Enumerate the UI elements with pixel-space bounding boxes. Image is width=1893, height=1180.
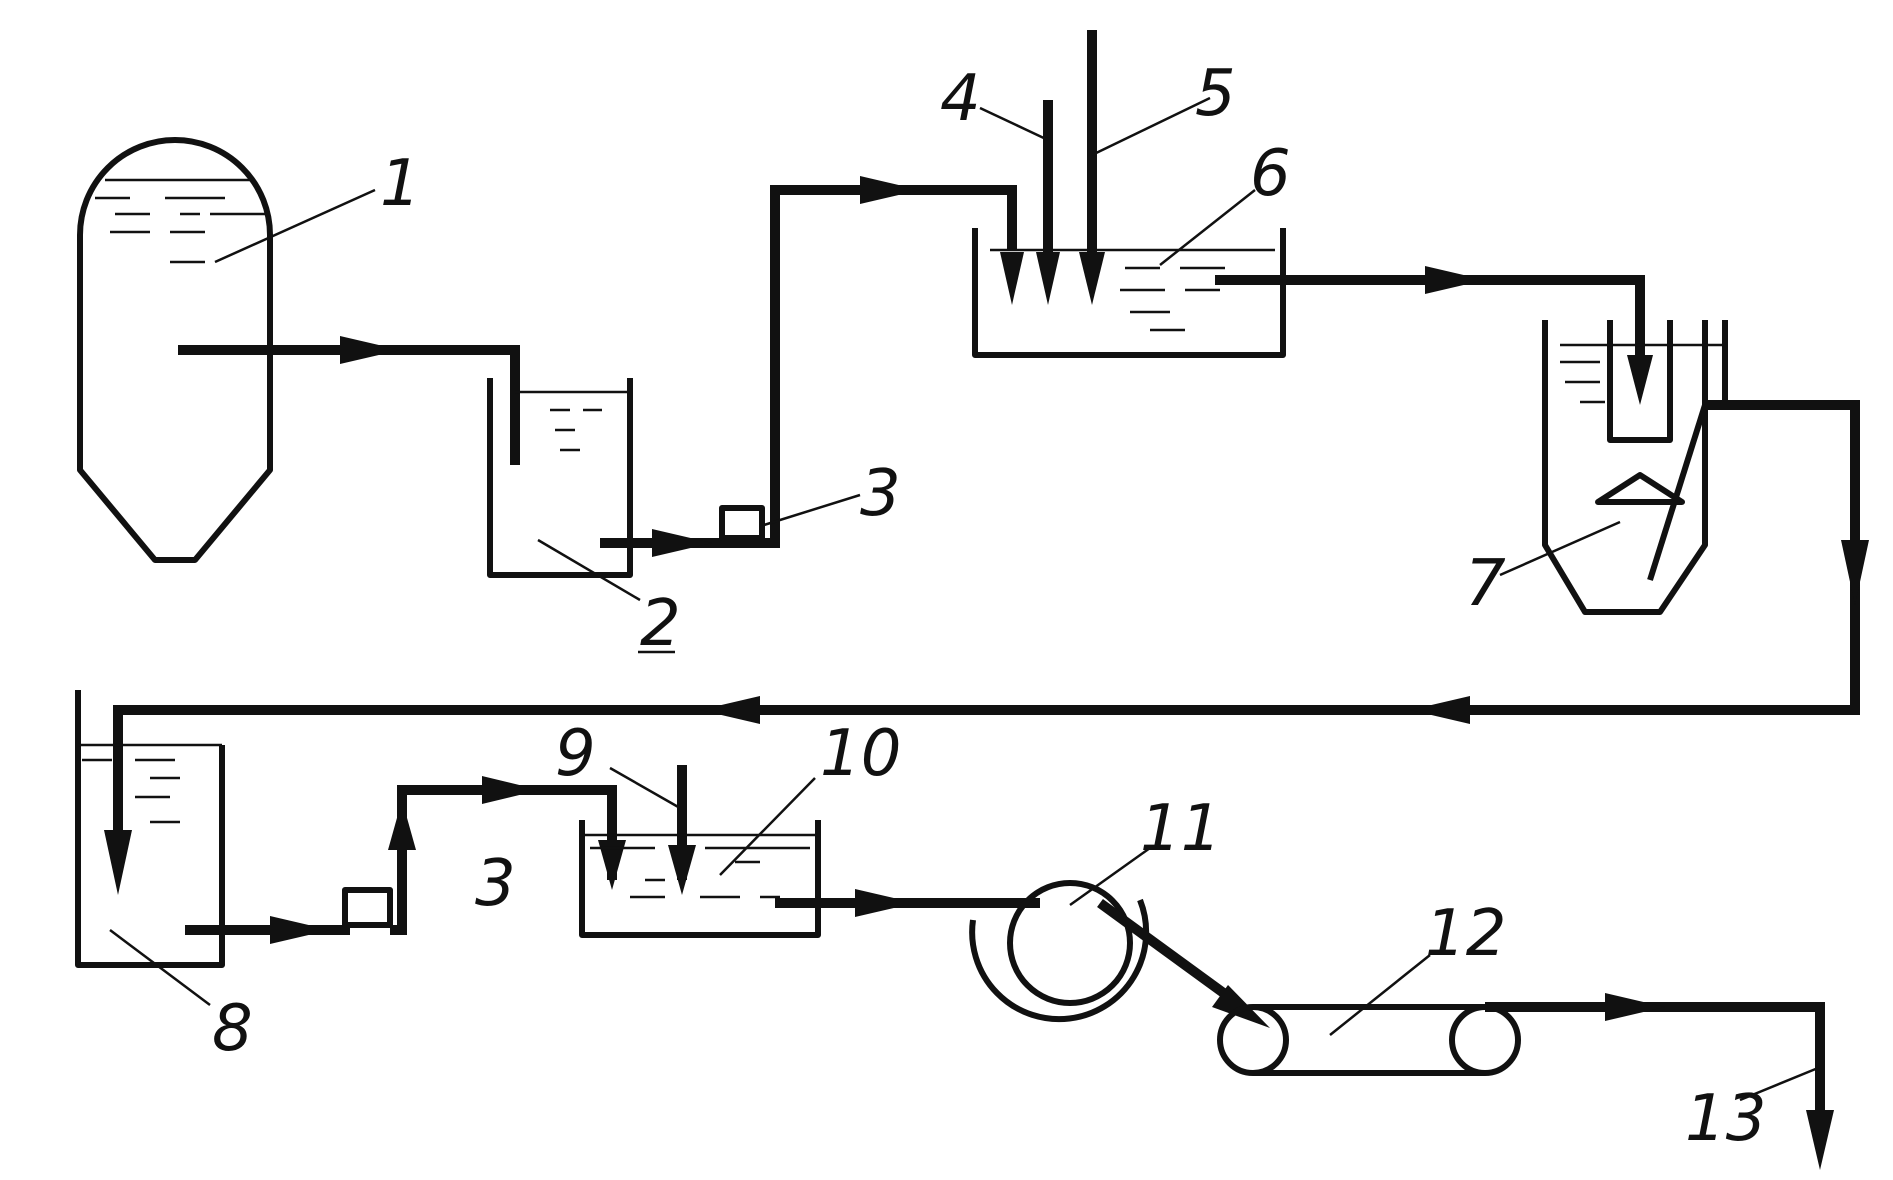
pipe-pump3-to-mixer6 xyxy=(722,176,1017,548)
flow-arrow xyxy=(340,336,400,364)
settler-7-liquid xyxy=(1560,343,1725,404)
tank-1-outline xyxy=(77,137,273,563)
label-6: 6 xyxy=(1250,137,1291,211)
pipe-tank1-to-tank2 xyxy=(178,336,520,465)
tank-6-outline xyxy=(972,228,1286,358)
flow-arrow xyxy=(388,800,416,850)
settler-7-cone xyxy=(1595,472,1685,505)
feed-inlet-4 xyxy=(1000,100,1060,305)
label-12: 12 xyxy=(1425,897,1506,971)
conveyor-12 xyxy=(1217,1004,1521,1076)
tank-8 xyxy=(75,690,225,968)
label-8: 8 xyxy=(212,992,253,1066)
settler-7 xyxy=(1542,320,1728,615)
flow-arrow xyxy=(1410,696,1470,724)
pipe-settler7-to-tank8 xyxy=(104,400,1869,895)
conveyor-12-roller-right xyxy=(1449,1004,1521,1076)
flow-arrow xyxy=(1036,252,1060,305)
filter-11-drum xyxy=(1007,880,1133,1006)
flow-arrow xyxy=(1627,355,1653,405)
flow-arrow xyxy=(104,830,132,895)
label-10: 10 xyxy=(820,717,901,791)
callout-labels: 1 2 3 4 5 6 7 8 9 10 3 11 12 13 xyxy=(212,57,1766,1156)
label-9: 9 xyxy=(555,717,596,791)
label-7: 7 xyxy=(1465,547,1506,621)
pipe-tank2-to-pump3 xyxy=(600,529,725,557)
label-5: 5 xyxy=(1195,57,1236,131)
mixer-tank-6 xyxy=(972,228,1286,358)
flow-arrow xyxy=(1079,252,1105,305)
feed-inlet-5 xyxy=(1079,30,1105,305)
tank-2 xyxy=(487,378,633,578)
flow-arrow xyxy=(668,845,696,895)
product-output-13 xyxy=(1485,993,1834,1170)
flow-arrow xyxy=(860,176,920,204)
tank-1-liquid xyxy=(95,178,265,264)
tank-8-outline xyxy=(75,690,225,968)
pipe-pump3-to-tank10 xyxy=(388,776,626,935)
label-3a: 3 xyxy=(860,457,901,531)
flow-arrow xyxy=(598,840,626,890)
flow-arrow xyxy=(1000,252,1024,305)
tank-10-liquid xyxy=(582,833,818,899)
leader-lines xyxy=(109,96,1819,1102)
flow-arrow xyxy=(482,776,540,804)
flow-arrow xyxy=(1806,1110,1834,1170)
label-11: 11 xyxy=(1140,792,1221,866)
flow-arrow xyxy=(1605,993,1665,1021)
storage-tank-1 xyxy=(77,137,273,563)
tank-2-liquid xyxy=(515,390,628,452)
flow-arrow xyxy=(855,889,915,917)
pipe-tank10-to-filter11 xyxy=(775,889,1040,917)
flow-arrow xyxy=(1841,540,1869,605)
filter-11-trough xyxy=(969,898,1150,1023)
label-2: 2 xyxy=(640,587,681,661)
settler-7-drain xyxy=(1647,404,1708,581)
settler-7-inner-well xyxy=(1607,320,1673,443)
flow-arrow xyxy=(652,529,712,557)
flow-arrow xyxy=(270,916,330,944)
pump-3a xyxy=(719,505,765,541)
settler-7-outline xyxy=(1542,320,1708,615)
drum-filter-11 xyxy=(969,880,1150,1023)
flow-arrow xyxy=(700,696,760,724)
label-4: 4 xyxy=(940,62,981,136)
tank-2-outline xyxy=(487,378,633,578)
feed-inlet-9 xyxy=(668,765,696,895)
tank-6-liquid xyxy=(990,248,1275,332)
pipe-tank8-to-pump3 xyxy=(185,916,350,944)
tank-10 xyxy=(579,820,821,938)
label-3b: 3 xyxy=(475,847,516,921)
tank-10-outline xyxy=(579,820,821,938)
label-13: 13 xyxy=(1685,1082,1766,1156)
tank-8-liquid xyxy=(78,743,222,824)
label-1: 1 xyxy=(380,147,421,221)
flow-arrow xyxy=(1425,266,1485,294)
pipe-mixer6-to-settler7 xyxy=(1215,266,1653,405)
pump-3b xyxy=(342,887,393,928)
